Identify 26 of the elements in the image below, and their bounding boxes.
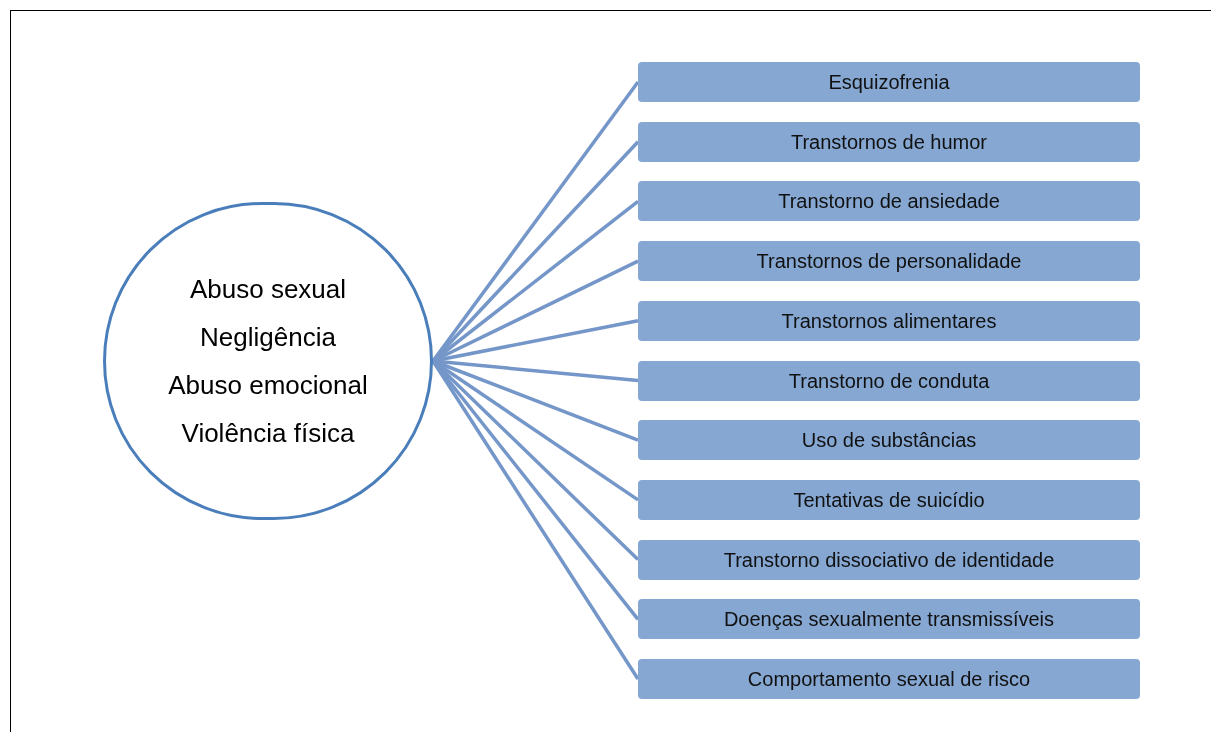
outcome-box (638, 479, 1140, 520)
outcome-box (638, 62, 1140, 102)
outcome-box (638, 599, 1140, 640)
circle-text: Violência física (181, 417, 355, 450)
box-label: Transtorno dissociativo de identidade (723, 547, 1055, 573)
box-label: Uso de substâncias (801, 428, 977, 454)
box-label: Transtorno de ansiedade (778, 189, 1000, 215)
box-label: Esquizofrenia (828, 70, 950, 95)
outcome-box (638, 420, 1140, 461)
box-label: Comportamento sexual de risco (747, 667, 1031, 692)
outcome-box (638, 241, 1140, 282)
box-label: Tentativas de suicídio (793, 487, 985, 513)
outcome-box (638, 539, 1140, 580)
box-label: Transtorno de conduta (788, 368, 990, 394)
box-label: Transtornos de humor (791, 129, 987, 155)
box-label: Transtornos de personalidade (756, 249, 1022, 275)
circle-text: Abuso sexual (189, 273, 347, 306)
circle-text: Abuso emocional (168, 369, 368, 402)
circle-text: Negligência (200, 321, 336, 354)
outcome-box (638, 300, 1140, 341)
outcome-box (638, 181, 1140, 222)
outcome-box (638, 121, 1140, 162)
outcome-box (638, 360, 1140, 401)
box-label: Doenças sexualmente transmissíveis (723, 607, 1055, 633)
box-label: Transtornos alimentares (781, 308, 997, 334)
outcome-box (638, 659, 1140, 699)
